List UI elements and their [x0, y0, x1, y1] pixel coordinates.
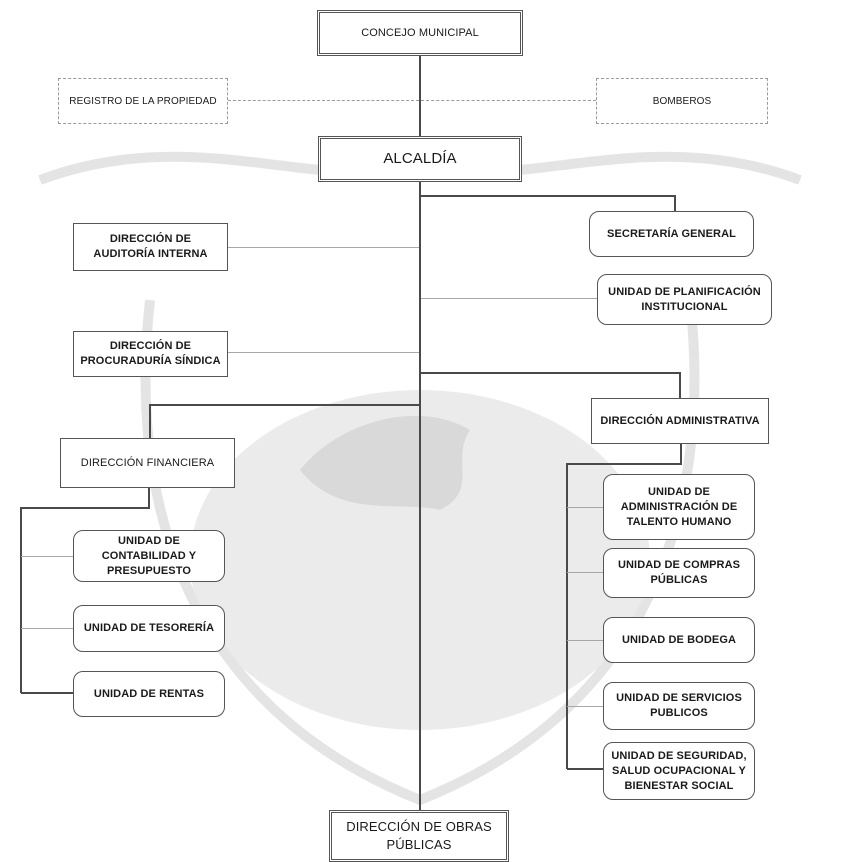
secretaria-general-label: SECRETARÍA GENERAL — [607, 227, 736, 240]
direccion-administrativa-label: DIRECCIÓN ADMINISTRATIVA — [600, 414, 760, 427]
tesoreria-box: UNIDAD DE TESORERÍA — [73, 605, 225, 652]
rentas-box: UNIDAD DE RENTAS — [73, 671, 225, 717]
seguridad-salud-box: UNIDAD DE SEGURIDAD, SALUD OCUPACIONAL Y… — [603, 742, 755, 800]
registro-propiedad-label: REGISTRO DE LA PROPIEDAD — [69, 95, 217, 107]
branch-administrativa-v — [679, 372, 681, 398]
fin-tick-3 — [21, 692, 73, 694]
alcaldia-box: ALCALDÍA — [318, 136, 522, 182]
adm-tick-3 — [567, 640, 603, 641]
branch-secretaria-h — [421, 195, 676, 197]
secretaria-general-box: SECRETARÍA GENERAL — [589, 211, 754, 257]
rentas-label: UNIDAD DE RENTAS — [93, 687, 205, 700]
dash-registro — [228, 100, 419, 101]
branch-planificacion — [421, 298, 597, 299]
adm-tick-1 — [567, 507, 603, 508]
adm-stem — [680, 444, 682, 464]
fin-tick-1 — [21, 556, 73, 557]
talento-humano-box: UNIDAD DE ADMINISTRACIÓN DE TALENTO HUMA… — [603, 474, 755, 540]
contabilidad-presupuesto-box: UNIDAD DE CONTABILIDAD Y PRESUPUESTO — [73, 530, 225, 582]
servicios-publicos-label: UNIDAD DE SERVICIOS PUBLICOS — [616, 692, 742, 719]
concejo-municipal-box: CONCEJO MUNICIPAL — [317, 10, 523, 56]
fin-h — [20, 507, 150, 509]
branch-auditoria — [228, 247, 419, 248]
adm-tick-2 — [567, 572, 603, 573]
direccion-administrativa-box: DIRECCIÓN ADMINISTRATIVA — [591, 398, 769, 444]
auditoria-interna-label: DIRECCIÓN DE AUDITORÍA INTERNA — [93, 233, 208, 260]
adm-h — [566, 463, 682, 465]
direccion-financiera-label: DIRECCIÓN FINANCIERA — [80, 456, 215, 469]
talento-humano-label: UNIDAD DE ADMINISTRACIÓN DE TALENTO HUMA… — [620, 485, 738, 528]
bomberos-label: BOMBEROS — [652, 95, 712, 107]
planificacion-institucional-box: UNIDAD DE PLANIFICACIÓN INSTITUCIONAL — [597, 274, 772, 325]
adm-tick-4 — [567, 706, 603, 707]
contabilidad-presupuesto-label: UNIDAD DE CONTABILIDAD Y PRESUPUESTO — [101, 534, 197, 577]
obras-publicas-label: DIRECCIÓN DE OBRAS PÚBLICAS — [346, 819, 492, 852]
branch-secretaria-v — [674, 195, 676, 211]
fin-tick-2 — [21, 628, 73, 629]
adm-tick-5 — [567, 768, 603, 770]
servicios-publicos-box: UNIDAD DE SERVICIOS PUBLICOS — [603, 682, 755, 730]
alcaldia-label: ALCALDÍA — [383, 150, 457, 167]
fin-rail — [20, 507, 22, 693]
bomberos-box: BOMBEROS — [596, 78, 768, 124]
planificacion-institucional-label: UNIDAD DE PLANIFICACIÓN INSTITUCIONAL — [608, 285, 761, 313]
branch-procuraduria — [228, 352, 419, 353]
adm-rail — [566, 463, 568, 769]
compras-publicas-box: UNIDAD DE COMPRAS PÚBLICAS — [603, 548, 755, 598]
compras-publicas-label: UNIDAD DE COMPRAS PÚBLICAS — [617, 559, 741, 586]
branch-financiera-v — [149, 404, 151, 438]
spine-top — [419, 54, 421, 138]
concejo-municipal-label: CONCEJO MUNICIPAL — [361, 26, 479, 39]
procuraduria-sindica-box: DIRECCIÓN DE PROCURADURÍA SÍNDICA — [73, 331, 228, 377]
obras-publicas-box: DIRECCIÓN DE OBRAS PÚBLICAS — [329, 810, 509, 862]
registro-propiedad-box: REGISTRO DE LA PROPIEDAD — [58, 78, 228, 124]
seguridad-salud-label: UNIDAD DE SEGURIDAD, SALUD OCUPACIONAL Y… — [611, 749, 747, 792]
branch-financiera-h — [149, 404, 419, 406]
bodega-label: UNIDAD DE BODEGA — [621, 633, 737, 646]
bodega-box: UNIDAD DE BODEGA — [603, 617, 755, 663]
fin-stem — [148, 488, 150, 508]
branch-administrativa-h — [421, 372, 681, 374]
tesoreria-label: UNIDAD DE TESORERÍA — [83, 622, 215, 634]
procuraduria-sindica-label: DIRECCIÓN DE PROCURADURÍA SÍNDICA — [80, 340, 221, 367]
auditoria-interna-box: DIRECCIÓN DE AUDITORÍA INTERNA — [73, 223, 228, 271]
spine-main — [419, 180, 421, 814]
dash-bomberos — [421, 100, 596, 101]
direccion-financiera-box: DIRECCIÓN FINANCIERA — [60, 438, 235, 488]
